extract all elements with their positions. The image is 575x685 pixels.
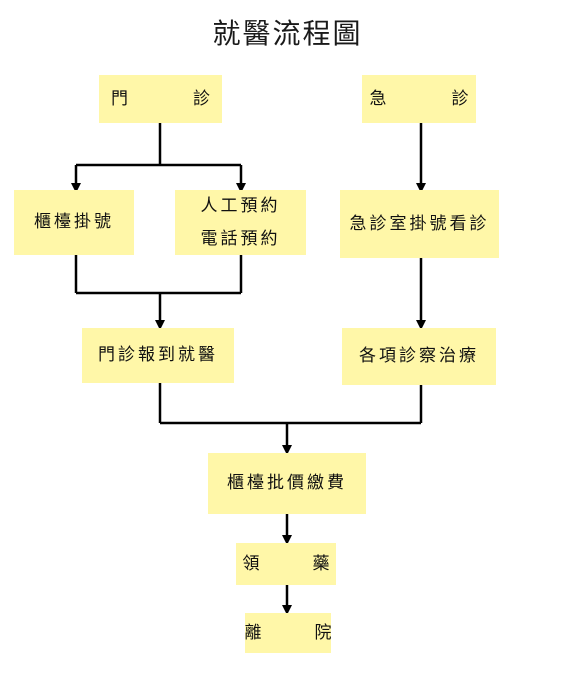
node-emergency: 急 診 [362, 75, 476, 123]
node-treatment: 各項診察治療 [342, 328, 496, 385]
node-outpatient-label: 門 診 [111, 88, 234, 109]
node-outpatient-checkin-label: 門診報到就醫 [98, 345, 218, 366]
node-appointment: 人工預約 電話預約 [175, 190, 306, 255]
page-title: 就醫流程圖 [212, 17, 363, 50]
node-emergency-label: 急 診 [369, 88, 493, 109]
node-outpatient-checkin: 門診報到就醫 [82, 328, 234, 383]
node-billing: 櫃檯批價繳費 [208, 453, 366, 514]
node-er-register-label: 急診室掛號看診 [349, 213, 490, 234]
node-billing-label: 櫃檯批價繳費 [227, 473, 347, 494]
node-phone-appointment-label: 電話預約 [200, 228, 281, 249]
node-outpatient: 門 診 [99, 75, 222, 123]
node-medicine-label: 領 藥 [242, 553, 348, 574]
node-manual-appointment-label: 人工預約 [200, 196, 281, 217]
node-counter-register-label: 櫃檯掛號 [34, 212, 114, 233]
node-counter-register: 櫃檯掛號 [14, 190, 134, 255]
node-leave-label: 離 院 [244, 622, 350, 643]
node-medicine: 領 藥 [236, 543, 336, 585]
node-leave: 離 院 [245, 613, 332, 653]
node-treatment-label: 各項診察治療 [359, 346, 479, 367]
node-er-register: 急診室掛號看診 [340, 190, 499, 258]
